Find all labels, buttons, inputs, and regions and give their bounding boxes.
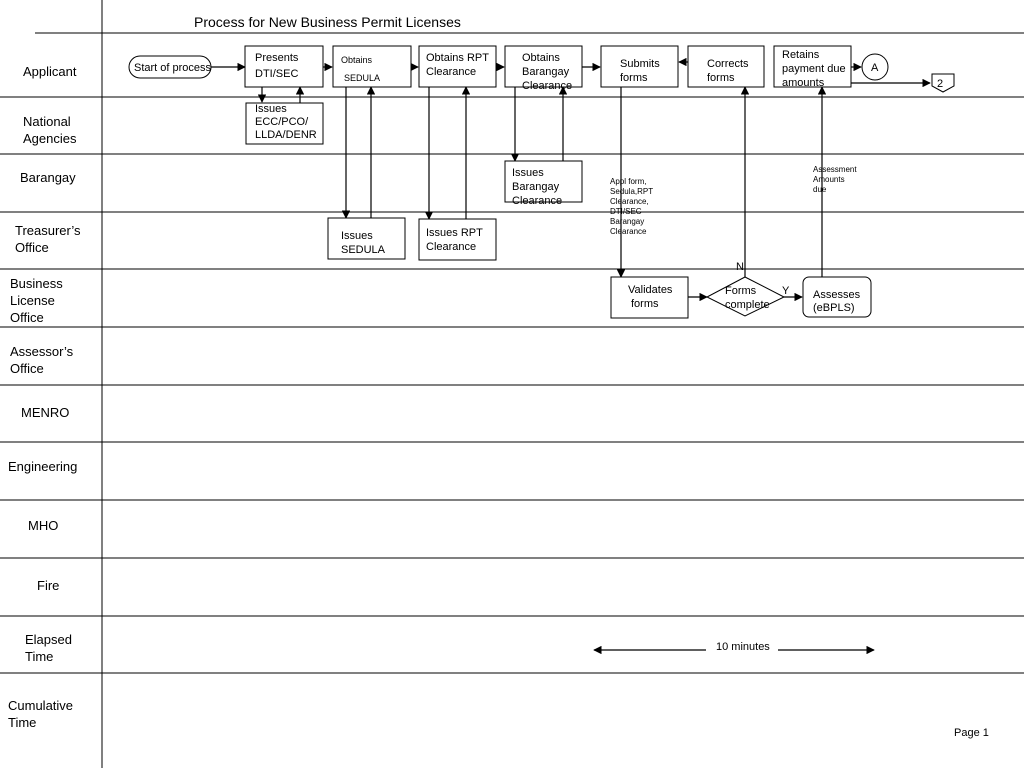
lane-label-engineering: Engineering (8, 459, 77, 474)
lane-label-menro: MENRO (21, 405, 69, 420)
decision-no-label: N (736, 261, 744, 273)
elapsed-time-span: 10 minutes (593, 641, 875, 655)
lane-label-mho: MHO (28, 518, 58, 533)
svg-text:2: 2 (937, 78, 943, 90)
elapsed-time-label: 10 minutes (716, 641, 770, 653)
page-number: Page 1 (954, 727, 989, 739)
flow-connectors (210, 57, 931, 302)
assesses-ebpls-box: Assesses(eBPLS) (802, 276, 872, 318)
decision-yes-label: Y (782, 285, 790, 297)
lane-label-barangay: Barangay (20, 170, 76, 185)
connector-a: A (861, 53, 889, 81)
svg-text:Start of process: Start of process (134, 62, 212, 74)
offpage-connector-2: 2 (931, 73, 955, 93)
svg-text:Assesses(eBPLS): Assesses(eBPLS) (813, 289, 861, 314)
svg-text:A: A (871, 62, 879, 74)
lane-label-fire: Fire (37, 578, 59, 593)
start-of-process-terminator: Start of process (128, 55, 212, 79)
diagram-title: Process for New Business Permit Licenses (194, 14, 461, 30)
lane-label-applicant: Applicant (23, 64, 77, 79)
